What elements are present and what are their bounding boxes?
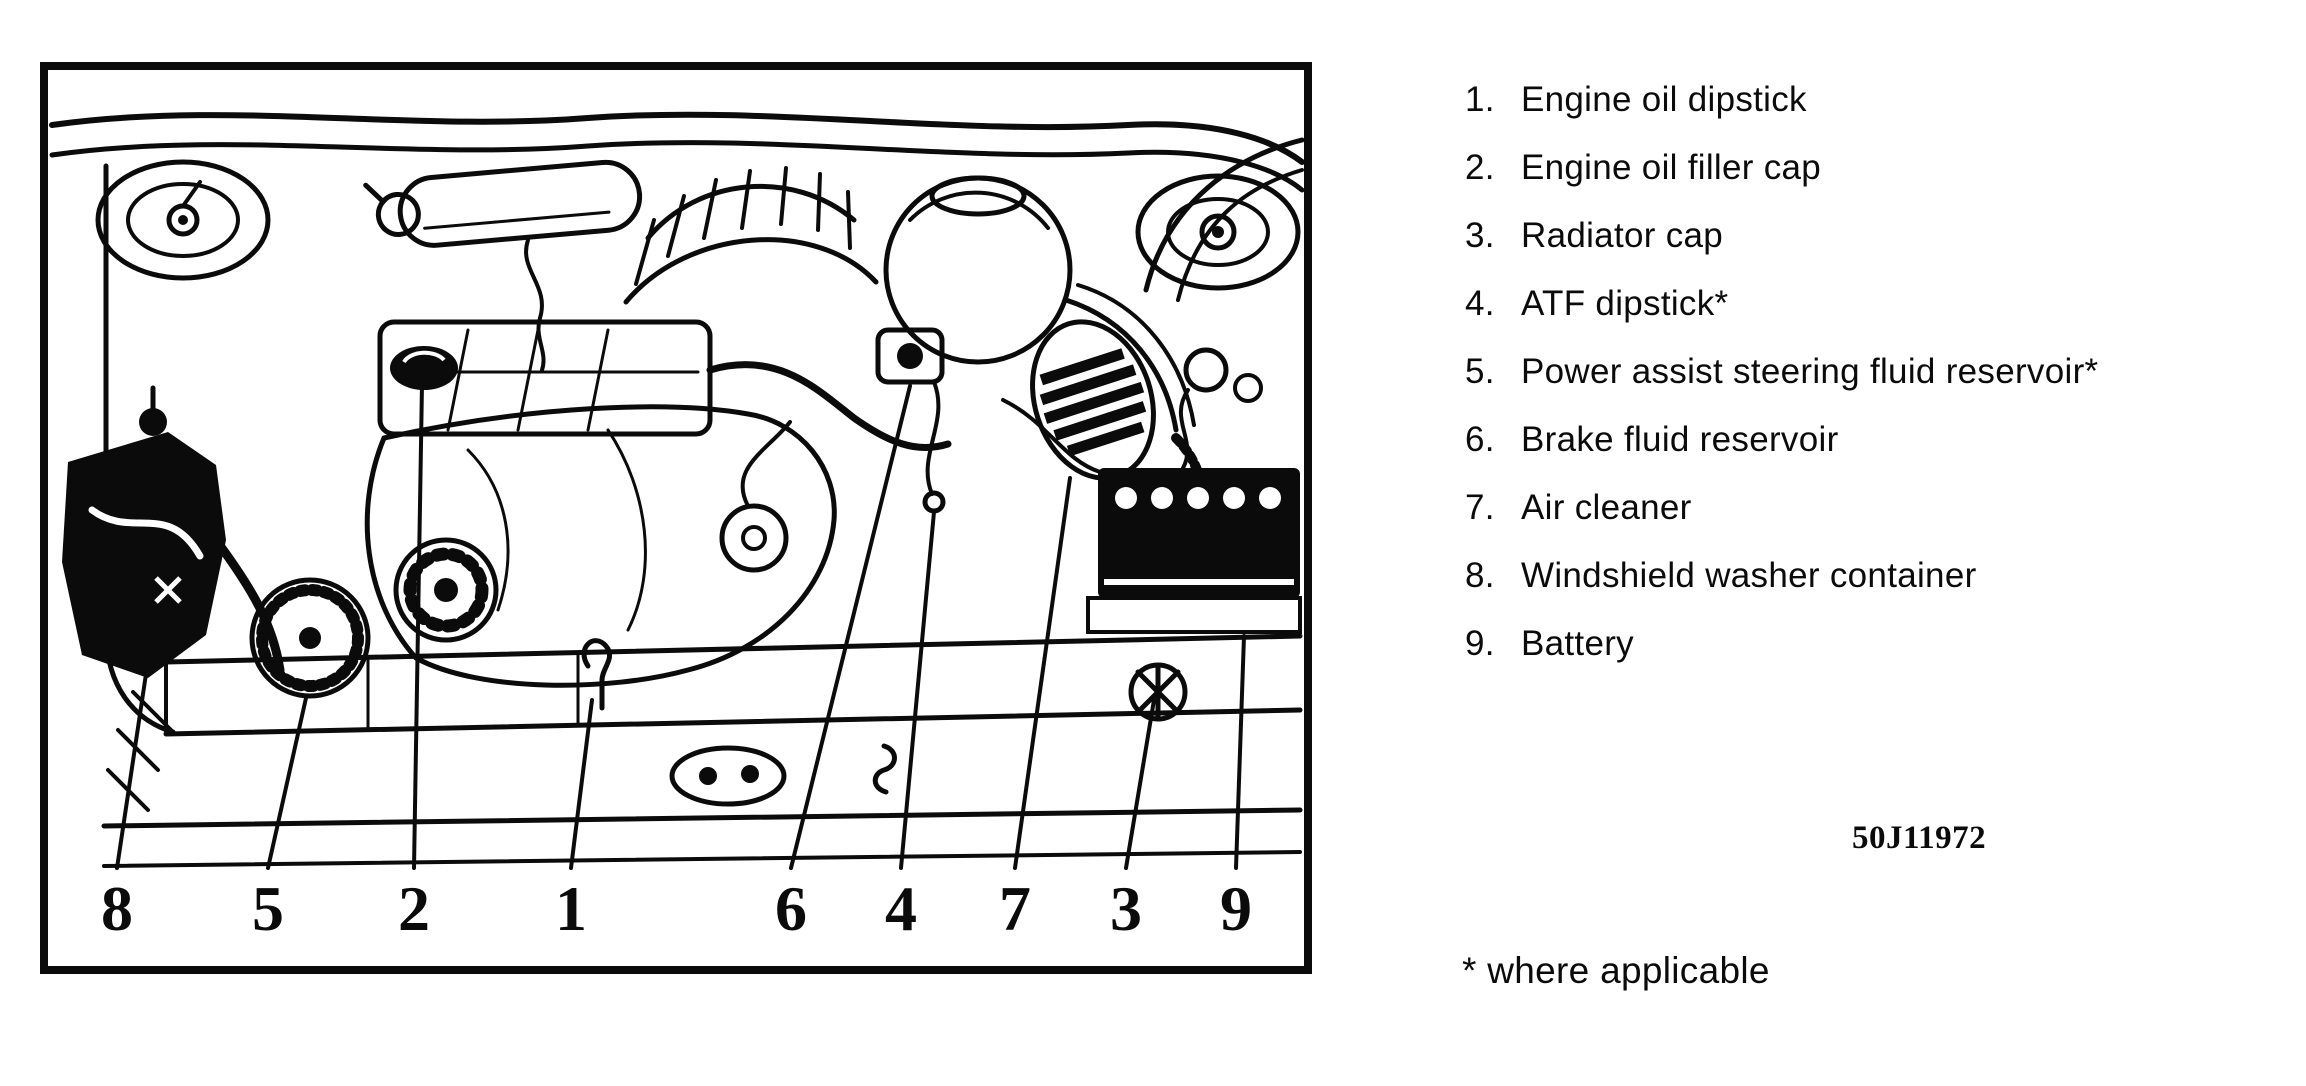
callout-6: 6 (775, 873, 807, 944)
oil-filler-cap-shape (390, 346, 458, 390)
legend-item-9: 9. Battery (1465, 622, 2265, 690)
callout-9: 9 (1220, 873, 1252, 944)
legend-item-label: Power assist steering fluid reservoir* (1521, 352, 2099, 391)
legend: 1. Engine oil dipstick 2. Engine oil fil… (1465, 78, 2265, 690)
callout-1: 1 (555, 873, 587, 944)
air-grille-shape (1030, 319, 1156, 481)
legend-item-6: 6. Brake fluid reservoir (1465, 418, 2265, 486)
legend-item-label: Battery (1521, 624, 1634, 663)
engine-block-shape (364, 404, 837, 688)
legend-item-number: 3. (1465, 216, 1495, 255)
callout-4: 4 (885, 873, 917, 944)
legend-item-number: 8. (1465, 556, 1495, 595)
legend-item-5: 5. Power assist steering fluid reservoir… (1465, 350, 2265, 418)
legend-item-2: 2. Engine oil filler cap (1465, 146, 2265, 214)
battery-shape (1086, 468, 1302, 634)
engine-compartment-illustration: 8 5 2 1 6 4 7 3 9 (49, 111, 1304, 944)
left-strut-tower (95, 159, 271, 281)
hood-edge (49, 111, 1304, 193)
callout-2: 2 (398, 873, 430, 944)
legend-item-label: ATF dipstick* (1521, 284, 1729, 323)
distributor-shape (719, 420, 792, 573)
legend-item-7: 7. Air cleaner (1465, 486, 2265, 554)
legend-item-label: Radiator cap (1521, 216, 1724, 255)
callout-3: 3 (1110, 873, 1142, 944)
legend-item-number: 2. (1465, 148, 1495, 187)
air-cleaner-shape (883, 175, 1196, 433)
legend-item-3: 3. Radiator cap (1465, 214, 2265, 282)
legend-item-4: 4. ATF dipstick* (1465, 282, 2265, 350)
right-strut-tower (1135, 137, 1304, 302)
power-steering-reservoir-shape (249, 577, 371, 699)
legend-item-number: 9. (1465, 624, 1495, 663)
brake-fluid-reservoir-shape (875, 327, 945, 385)
callout-7: 7 (999, 873, 1031, 944)
wiring-squiggle (524, 238, 546, 372)
figure-footnote: * where applicable (1462, 950, 1770, 991)
legend-item-label: Windshield washer container (1521, 556, 1977, 595)
legend-item-number: 1. (1465, 80, 1495, 119)
legend-item-label: Engine oil filler cap (1521, 148, 1822, 187)
figure-code: 50J11972 (1852, 820, 1987, 856)
expansion-bottle-shape (363, 159, 643, 248)
bumper-shape (101, 745, 1303, 868)
radiator-cap-shape (1128, 662, 1188, 722)
legend-item-number: 5. (1465, 352, 1495, 391)
legend-item-1: 1. Engine oil dipstick (1465, 78, 2265, 146)
legend-item-label: Brake fluid reservoir (1521, 420, 1839, 459)
legend-item-label: Air cleaner (1521, 488, 1692, 527)
alternator-shape (393, 537, 499, 643)
legend-item-number: 4. (1465, 284, 1495, 323)
front-crossmember-shape (163, 633, 1303, 795)
callout-5: 5 (252, 873, 284, 944)
callout-8: 8 (101, 873, 133, 944)
legend-item-label: Engine oil dipstick (1521, 80, 1807, 119)
callout-numbers: 8 5 2 1 6 4 7 3 9 (101, 873, 1252, 944)
intake-hose-shape (623, 166, 879, 305)
legend-item-number: 6. (1465, 420, 1495, 459)
engine-compartment-panel: 8 5 2 1 6 4 7 3 9 (40, 62, 1312, 974)
leader-lines (115, 382, 1246, 870)
windshield-washer-container-shape (62, 385, 285, 678)
legend-item-8: 8. Windshield washer container (1465, 554, 2265, 622)
legend-item-number: 7. (1465, 488, 1495, 527)
